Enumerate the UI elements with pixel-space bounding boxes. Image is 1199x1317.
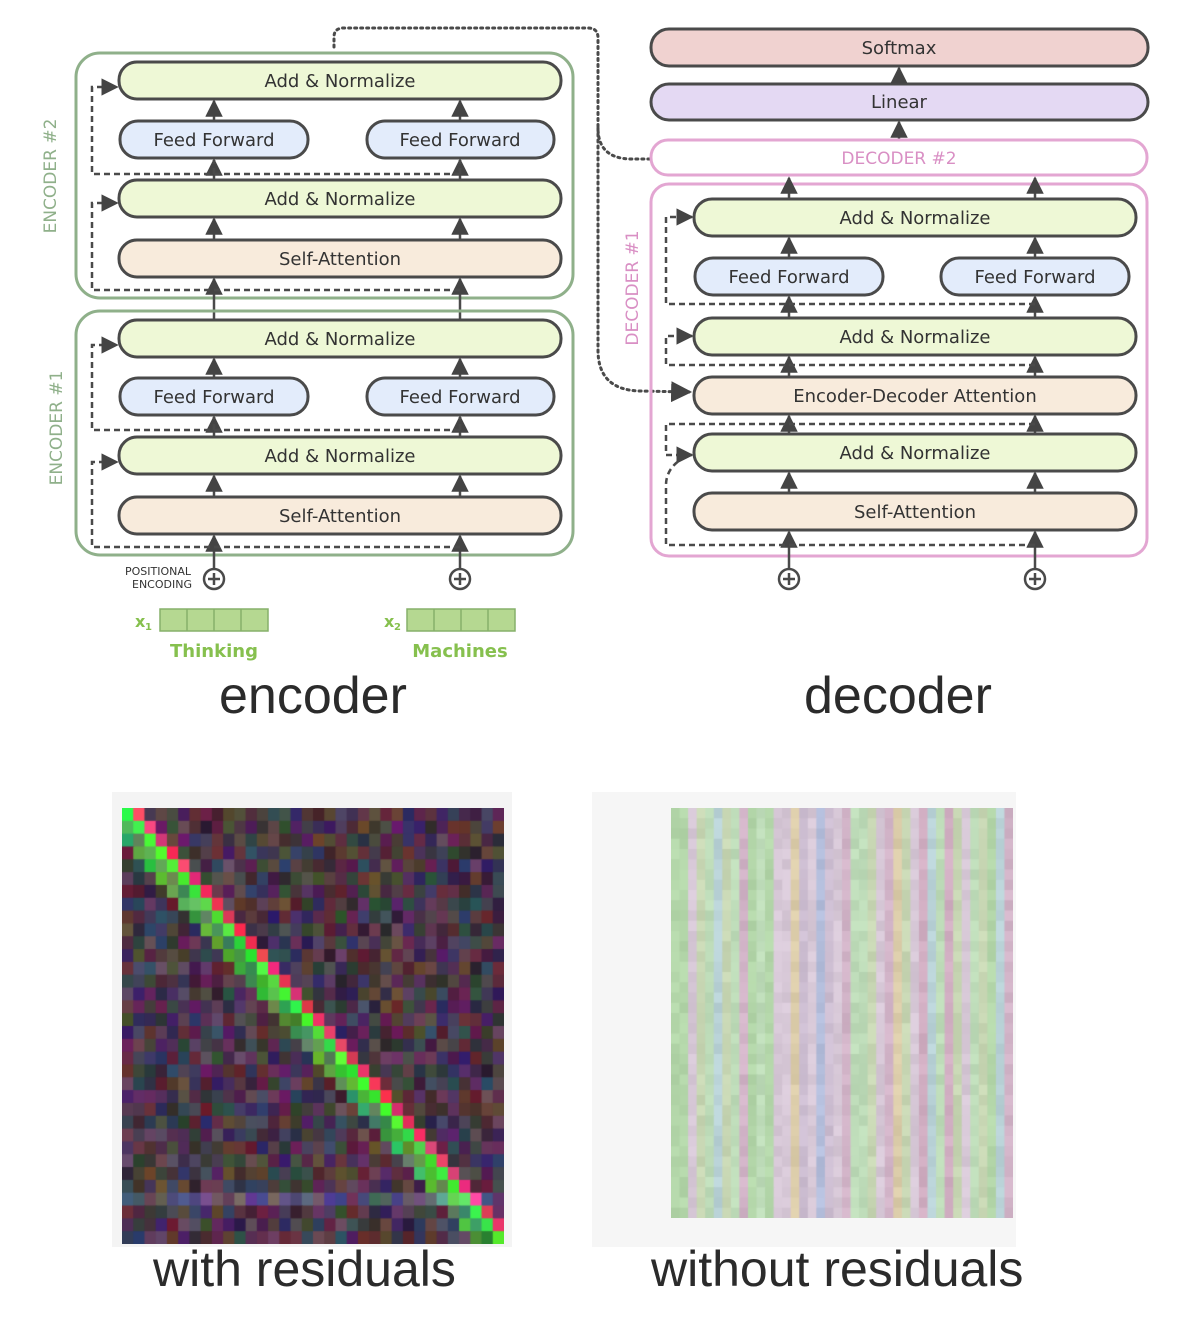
decoder-caption: decoder [804, 667, 992, 725]
transformer-diagram: .box { stroke: #4a4a4a; stroke-width: 3;… [41, 26, 1150, 662]
dec-self-attention-label: Self-Attention [854, 502, 976, 523]
x2-label: x [384, 612, 395, 631]
x1-subscript: 1 [145, 622, 152, 633]
x1-label: x [135, 612, 146, 631]
decoder-1-frame [649, 182, 1149, 558]
x1-embedding: x 1 [135, 608, 269, 633]
enc1-add-normalize-mid: Add & Normalize [117, 435, 563, 476]
without-residuals-panel [592, 792, 1016, 1247]
enc2-add-normalize-top: Add & Normalize [117, 60, 563, 101]
enc2-feed-forward-right: Feed Forward [365, 119, 556, 160]
without-residuals-caption: without residuals [651, 1241, 1024, 1297]
dec-feed-forward-right-label: Feed Forward [974, 267, 1095, 288]
dec-add-normalize-top-label: Add & Normalize [840, 208, 991, 229]
dec-add-normalize-1: Add & Normalize [692, 432, 1138, 473]
dec-feed-forward-left: Feed Forward [693, 256, 885, 297]
x2-subscript: 2 [394, 622, 401, 633]
plus-icon [202, 567, 226, 591]
enc2-add-normalize-mid: Add & Normalize [117, 178, 563, 219]
linear-box: Linear [649, 82, 1150, 122]
dec-feed-forward-left-label: Feed Forward [728, 267, 849, 288]
encoder-output-connections [332, 26, 693, 403]
decoder-1-label: DECODER #1 [623, 230, 643, 345]
softmax-box: Softmax [649, 27, 1150, 68]
decoder-2-label: DECODER #2 [841, 149, 956, 169]
dec-encoder-decoder-attention: Encoder-Decoder Attention [692, 375, 1138, 416]
enc2-add-normalize-top-label: Add & Normalize [265, 71, 416, 92]
positional-encoding-label-1: POSITIONAL [125, 565, 192, 578]
dec-feed-forward-right: Feed Forward [939, 256, 1131, 297]
decoder-2-box: DECODER #2 [649, 138, 1149, 177]
enc1-add-normalize-top: Add & Normalize [117, 318, 563, 359]
softmax-label: Softmax [862, 38, 937, 59]
dec-add-normalize-top: Add & Normalize [692, 197, 1138, 238]
plus-icon [777, 567, 801, 591]
enc1-add-normalize-mid-label: Add & Normalize [265, 446, 416, 467]
enc2-self-attention: Self-Attention [117, 238, 563, 279]
encoder-1-frame [74, 309, 575, 557]
enc1-self-attention: Self-Attention [117, 495, 563, 536]
dec-add-normalize-2: Add & Normalize [692, 316, 1138, 357]
enc1-feed-forward-right: Feed Forward [365, 376, 556, 417]
positional-encoding-label-2: ENCODING [132, 578, 192, 591]
dec-residual-lines [664, 208, 1035, 547]
dec-add-normalize-1-label: Add & Normalize [840, 443, 991, 464]
plus-icon [1023, 567, 1047, 591]
enc2-residual-lines [90, 78, 462, 292]
encoder-caption: encoder [219, 667, 407, 725]
enc2-add-normalize-mid-label: Add & Normalize [265, 189, 416, 210]
encoder-2-frame [74, 51, 575, 300]
enc2-feed-forward-left: Feed Forward [118, 119, 310, 160]
linear-label: Linear [871, 92, 928, 113]
enc1-feed-forward-left: Feed Forward [118, 376, 310, 417]
dec-flow-arrows [780, 176, 1044, 568]
enc2-self-attention-label: Self-Attention [279, 249, 401, 270]
enc1-feed-forward-left-label: Feed Forward [153, 387, 274, 408]
with-residuals-heatmap [122, 808, 504, 1244]
enc1-self-attention-label: Self-Attention [279, 506, 401, 527]
dec-encoder-decoder-attention-label: Encoder-Decoder Attention [793, 386, 1036, 407]
dec-self-attention: Self-Attention [692, 491, 1138, 532]
enc2-feed-forward-right-label: Feed Forward [399, 130, 520, 151]
enc1-feed-forward-right-label: Feed Forward [399, 387, 520, 408]
word-machines: Machines [412, 641, 507, 662]
with-residuals-caption: with residuals [153, 1241, 456, 1297]
enc1-add-normalize-top-label: Add & Normalize [265, 329, 416, 350]
plus-icon [448, 567, 472, 591]
encoder-1-label: ENCODER #1 [47, 371, 67, 486]
x2-embedding: x 2 [384, 608, 516, 633]
encoder-2-label: ENCODER #2 [41, 119, 61, 234]
with-residuals-panel [112, 792, 512, 1247]
enc1-residual-lines [90, 336, 462, 549]
word-thinking: Thinking [170, 641, 258, 662]
dec-add-normalize-2-label: Add & Normalize [840, 327, 991, 348]
without-residuals-heatmap [671, 808, 1013, 1218]
enc2-feed-forward-left-label: Feed Forward [153, 130, 274, 151]
